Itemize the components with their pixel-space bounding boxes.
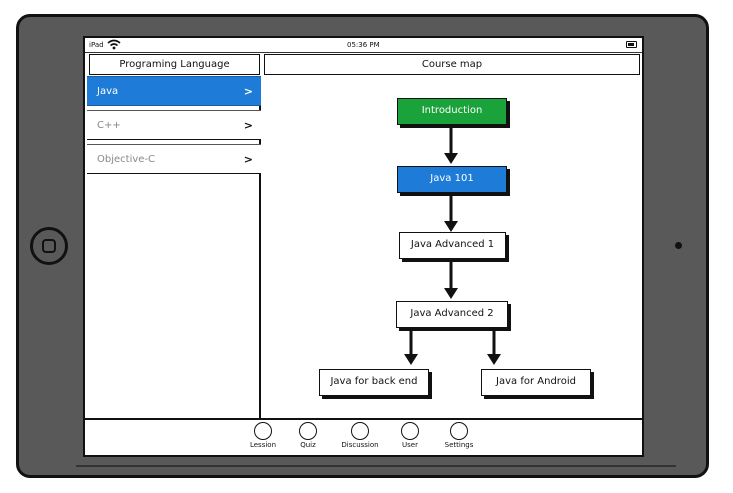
- arrow-down-icon: [444, 127, 458, 164]
- node-introduction[interactable]: Introduction: [397, 98, 507, 125]
- arrow-down-icon: [444, 262, 458, 299]
- wifi-icon: [107, 39, 121, 50]
- language-item-label: C++: [97, 120, 121, 131]
- device-edge-line: [76, 465, 676, 467]
- tab-label: Lession: [249, 441, 277, 449]
- node-java-101[interactable]: Java 101: [397, 166, 507, 193]
- circle-icon: [254, 422, 272, 440]
- tab-label: Quiz: [300, 441, 316, 449]
- tab-label: User: [402, 441, 418, 449]
- camera-icon: [675, 242, 682, 249]
- tab-discussion[interactable]: Discussion: [335, 422, 385, 449]
- arrow-down-icon: [487, 330, 501, 365]
- node-java-advanced-1[interactable]: Java Advanced 1: [399, 232, 506, 259]
- tab-quiz[interactable]: Quiz: [293, 422, 323, 449]
- circle-icon: [401, 422, 419, 440]
- status-time: 05:36 PM: [347, 41, 380, 49]
- language-item-label: Objective-C: [97, 154, 156, 165]
- arrow-down-icon: [444, 195, 458, 232]
- chevron-right-icon: >: [243, 153, 253, 166]
- tab-settings[interactable]: Settings: [437, 422, 481, 449]
- node-java-advanced-2[interactable]: Java Advanced 2: [396, 301, 508, 328]
- chevron-right-icon: >: [243, 85, 253, 98]
- tab-user[interactable]: User: [395, 422, 425, 449]
- language-item-label: Java: [97, 86, 119, 97]
- home-button[interactable]: [30, 227, 68, 265]
- tab-label: Discussion: [341, 441, 379, 449]
- language-item-cpp[interactable]: C++ >: [87, 110, 261, 140]
- circle-icon: [299, 422, 317, 440]
- course-map-header: Course map: [264, 54, 640, 75]
- tab-label: Settings: [444, 441, 474, 449]
- node-java-back-end[interactable]: Java for back end: [319, 369, 429, 396]
- home-button-icon: [42, 239, 56, 253]
- chevron-right-icon: >: [243, 119, 253, 132]
- tab-bar: Lession Quiz Discussion User Settings: [85, 418, 642, 455]
- circle-icon: [450, 422, 468, 440]
- circle-icon: [351, 422, 369, 440]
- tab-lession[interactable]: Lession: [245, 422, 281, 449]
- status-device-name: iPad: [89, 41, 104, 49]
- course-map: Introduction Java 101 Java Advanced 1 Ja…: [261, 76, 642, 418]
- language-item-objective-c[interactable]: Objective-C >: [87, 144, 261, 174]
- node-java-android[interactable]: Java for Android: [481, 369, 591, 396]
- language-list: Java > C++ > Objective-C >: [87, 76, 261, 418]
- language-item-java[interactable]: Java >: [87, 76, 261, 106]
- status-bar: iPad 05:36 PM: [85, 38, 642, 53]
- ipad-screen: iPad 05:36 PM Programing Language Course…: [83, 36, 644, 457]
- programming-language-header: Programing Language: [89, 54, 260, 75]
- arrow-down-icon: [404, 330, 418, 365]
- battery-icon: [626, 41, 637, 48]
